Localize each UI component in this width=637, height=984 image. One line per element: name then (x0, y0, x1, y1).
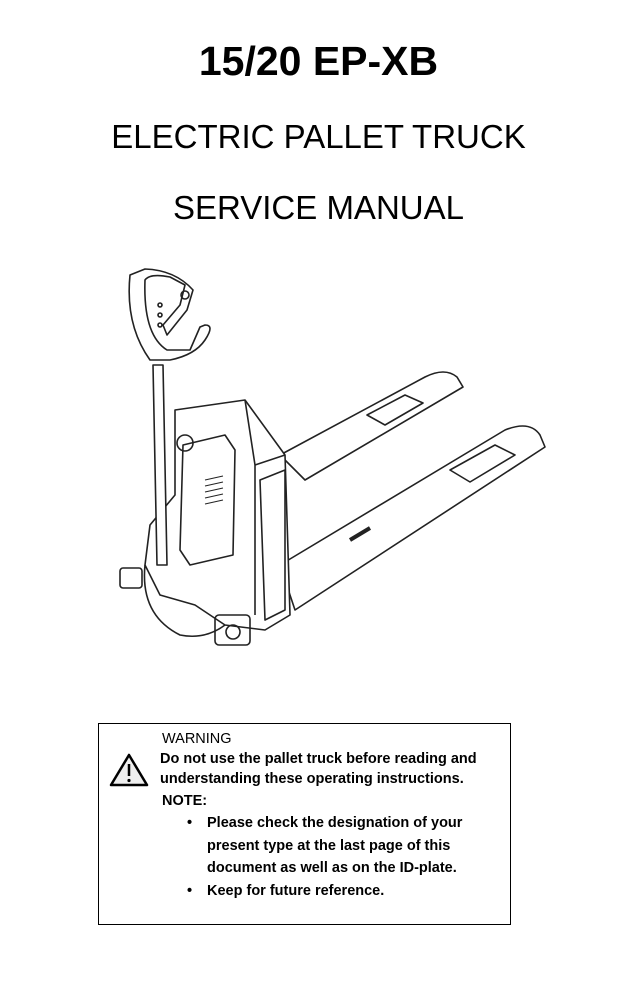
note-line: present type at the last page of this (207, 837, 451, 854)
model-title: 15/20 EP-XB (198, 38, 439, 84)
note-line: Please check the designation of your (207, 815, 463, 831)
warning-title: WARNING (162, 731, 232, 747)
warning-text: Do not use the pallet truck before readi… (160, 749, 477, 789)
warning-triangle-icon (109, 753, 149, 787)
note-line: Keep for future reference. (207, 882, 385, 899)
note-title: NOTE: (162, 793, 208, 809)
note-item: Keep for future reference. (187, 880, 462, 903)
document-type-title: SERVICE MANUAL (173, 189, 464, 226)
product-title: ELECTRIC PALLET TRUCK (111, 118, 526, 155)
warning-line: understanding these operating instructio… (160, 771, 464, 787)
warning-notice-box: WARNING Do not use the pallet truck befo… (98, 723, 511, 925)
note-item: Please check the designation of your pre… (187, 812, 462, 880)
warning-line: Do not use the pallet truck before readi… (160, 751, 477, 767)
pallet-truck-illustration (119, 268, 546, 646)
note-line: document as well as on the ID-plate. (207, 860, 457, 876)
note-list: Please check the designation of your pre… (187, 812, 462, 902)
